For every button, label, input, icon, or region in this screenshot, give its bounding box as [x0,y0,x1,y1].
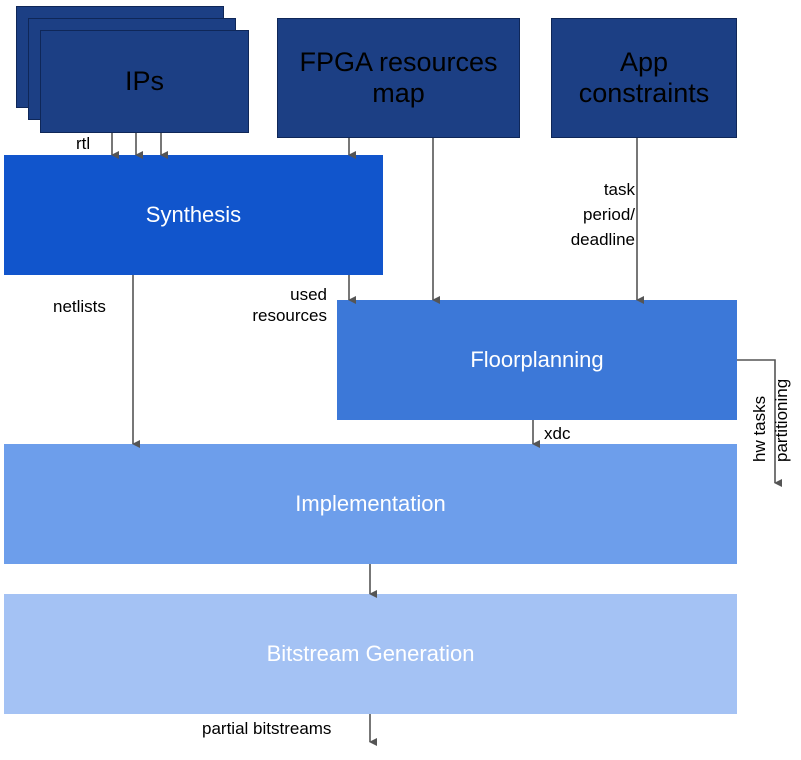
bitstream-generation-label: Bitstream Generation [266,641,475,666]
deadline-label: deadline [570,230,635,249]
hw-partitioning-arrow [737,359,782,487]
implementation-label: Implementation [295,491,446,516]
partitioning-label: partitioning [772,378,791,462]
resources-label: resources [252,306,327,325]
hw-tasks-label: hw tasks [750,395,769,462]
partial-bitstreams-label: partial bitstreams [202,719,332,738]
task-label: task [603,180,635,199]
implementation-box: Implementation [4,444,737,564]
synthesis-label: Synthesis [145,202,242,227]
period-label: period/ [583,205,635,224]
used-label: used [290,285,327,304]
app-constraints-box: App constraints [551,18,737,138]
floorplanning-label: Floorplanning [470,347,604,372]
ips-label: IPs [124,66,164,96]
constraints-label: constraints [578,78,710,108]
app-label: App [619,47,669,77]
fpga-resources-map-box: FPGA resources map [277,18,520,138]
rtl-label: rtl [76,134,91,153]
ips-box: IPs [40,30,249,133]
fpga-resources-label: FPGA resources [299,47,498,77]
bitstream-generation-box: Bitstream Generation [4,594,737,714]
netlists-label: netlists [53,297,106,316]
used-resources-label: used resources [236,284,327,326]
task-period-deadline-label: task period/ deadline [545,177,635,252]
floorplanning-box: Floorplanning [337,300,737,420]
hw-tasks-partitioning-label: hw tasks partitioning [749,379,793,462]
synthesis-box: Synthesis [4,155,383,275]
fpga-map-label: map [372,78,425,108]
xdc-label: xdc [544,424,571,443]
